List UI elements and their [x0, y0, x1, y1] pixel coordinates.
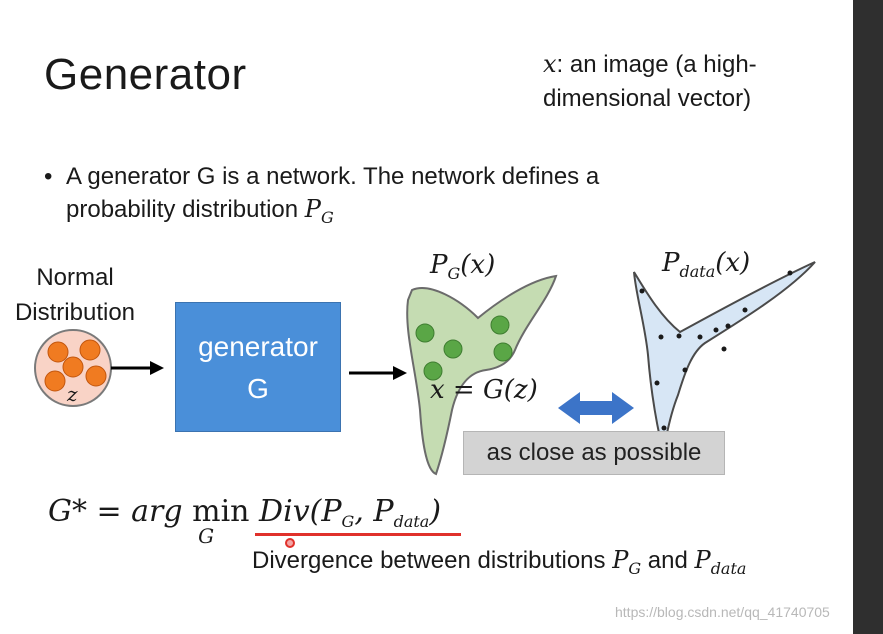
bullet-dot-icon: •	[44, 163, 53, 190]
bullet-P: P	[304, 195, 321, 223]
divergence-and: and	[641, 547, 695, 574]
slide: Generator x: an image (a high- dimension…	[0, 47, 830, 620]
slide-title: Generator	[44, 50, 247, 99]
formula-left: G* = arg	[48, 494, 193, 529]
pg-arg: (x)	[460, 250, 496, 280]
normal-distribution-circle	[34, 329, 112, 407]
pg-sub: G	[447, 264, 461, 283]
note-line-2: dimensional vector)	[543, 85, 752, 112]
formula-mid: , P	[354, 494, 394, 529]
normal-label-line-2: Distribution	[14, 299, 136, 326]
watermark: https://blog.csdn.net/qq_41740705	[615, 604, 830, 620]
divergence-text: Divergence between distributions	[252, 547, 613, 574]
pg-label: PG(x)	[430, 250, 495, 283]
note-line-1: : an image (a high-	[556, 51, 757, 78]
pg-P: P	[430, 250, 448, 280]
divergence-caption: Divergence between distributions PG and …	[252, 546, 746, 578]
formula-sub-2: data	[393, 512, 430, 531]
pdata-distribution-shape	[633, 261, 816, 439]
generator-box: generator G	[175, 302, 341, 432]
div-red-underline	[255, 533, 461, 536]
generator-letter: G	[247, 373, 269, 404]
divergence-P2: P	[694, 546, 711, 574]
bullet-text: A generator G is a network. The network …	[66, 160, 686, 234]
generator-label: generator	[198, 331, 318, 362]
divergence-P1: P	[612, 546, 629, 574]
x-equals-g-of-z-label: x = G(z)	[430, 375, 538, 405]
arrow-from-generator-icon	[349, 366, 407, 380]
bullet-P-sub: G	[320, 208, 334, 227]
formula-end: )	[429, 494, 442, 529]
formula-min-sub: G	[198, 524, 215, 548]
x-definition-note: x: an image (a high- dimensional vector)	[543, 47, 803, 116]
pdata-arg: (x)	[715, 248, 751, 278]
formula-sub-1: G	[341, 512, 355, 531]
bullet-text-body: A generator G is a network. The network …	[66, 163, 600, 223]
pdata-label: Pdata(x)	[662, 248, 750, 281]
laser-pointer-icon	[285, 538, 295, 548]
pg-distribution-shape	[406, 274, 558, 476]
formula-min-word: min	[192, 494, 250, 529]
pdata-sub: data	[679, 262, 716, 281]
pdata-P: P	[662, 248, 680, 278]
z-label: z	[67, 382, 78, 406]
divergence-sub-1: G	[628, 559, 642, 578]
formula-right: Div(P	[249, 494, 342, 529]
divergence-sub-2: data	[710, 559, 747, 578]
double-arrow-icon	[558, 392, 634, 424]
window-edge-bar	[853, 0, 883, 634]
note-variable: x	[543, 50, 557, 78]
as-close-as-possible-box: as close as possible	[463, 431, 725, 475]
diagram-graphics	[34, 261, 816, 476]
normal-distribution-label: Normal Distribution	[0, 260, 150, 330]
normal-label-line-1: Normal	[36, 264, 114, 291]
arrow-to-generator-icon	[111, 361, 164, 375]
